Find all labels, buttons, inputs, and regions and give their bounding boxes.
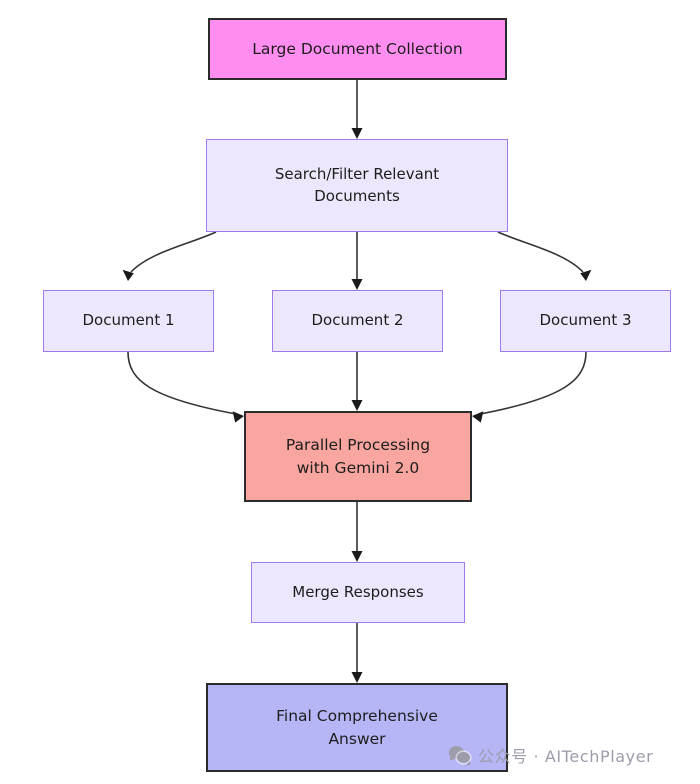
node-label: Merge Responses	[292, 582, 424, 601]
node-label: Search/Filter Relevant Documents	[274, 164, 440, 205]
node-label: Final Comprehensive Answer	[276, 707, 438, 748]
edge-doc2-to-parallel	[351, 352, 363, 411]
node-label: Document 2	[311, 311, 404, 330]
node-label: Parallel Processing with Gemini 2.0	[285, 436, 431, 477]
node-label: Document 3	[539, 311, 632, 330]
edge-doc1-to-parallel	[127, 351, 244, 423]
node-label: Large Document Collection	[252, 39, 463, 58]
node-search-filter-relevant-documents[interactable]: Search/Filter Relevant Documents	[206, 139, 508, 232]
node-label: Document 1	[82, 311, 175, 330]
node-merge-responses[interactable]: Merge Responses	[251, 562, 465, 623]
edge-filter-to-doc1	[122, 231, 217, 281]
node-large-document-collection[interactable]: Large Document Collection	[208, 18, 507, 80]
node-document-3[interactable]: Document 3	[500, 290, 671, 352]
edge-merge-to-final	[351, 623, 363, 683]
node-document-1[interactable]: Document 1	[43, 290, 214, 352]
edge-parallel-to-merge	[351, 502, 363, 562]
edge-filter-to-doc3	[497, 231, 592, 281]
edge-source-to-filter	[351, 80, 363, 139]
edge-doc3-to-parallel	[472, 351, 587, 423]
node-parallel-processing-with-gemini[interactable]: Parallel Processing with Gemini 2.0	[244, 411, 472, 502]
edge-filter-to-doc2	[351, 232, 363, 290]
node-document-2[interactable]: Document 2	[272, 290, 443, 352]
node-final-comprehensive-answer[interactable]: Final Comprehensive Answer	[206, 683, 508, 772]
